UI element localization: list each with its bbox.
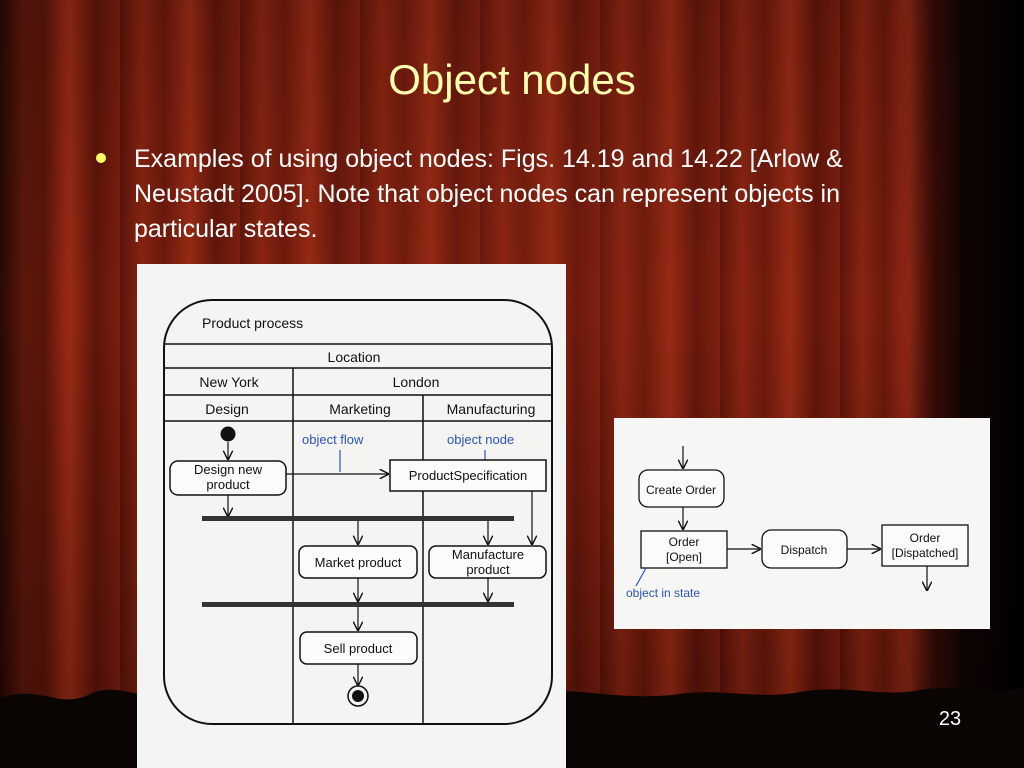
initial-node [220, 426, 236, 442]
activity-frame [163, 299, 553, 725]
annotation-object-flow: object flow [302, 432, 364, 447]
final-node [347, 685, 369, 707]
slide-title: Object nodes [388, 56, 636, 103]
frame-label: Product process [202, 315, 303, 331]
bullet-dot [96, 153, 106, 163]
action-design-line1: Design new [194, 462, 263, 477]
dept-manufacturing: Manufacturing [447, 401, 536, 417]
order-dispatched-line1: Order [910, 531, 941, 545]
location-header: Location [328, 349, 381, 365]
annotation-object-node: object node [447, 432, 514, 447]
action-dispatch-label: Dispatch [781, 543, 828, 557]
object-node-label: ProductSpecification [409, 468, 528, 483]
action-create-order [638, 469, 725, 508]
activity-diagram: Product process Location New York London… [163, 299, 553, 725]
city-london: London [393, 374, 440, 390]
object-order-open [640, 530, 728, 569]
annotation-object-in-state: object in state [626, 586, 700, 600]
action-market-label: Market product [315, 555, 402, 570]
action-manufacture-line1: Manufacture [452, 547, 524, 562]
action-manufacture-line2: product [466, 562, 510, 577]
object-order-dispatched [881, 524, 969, 567]
action-create-order-label: Create Order [646, 483, 716, 497]
action-design-line2: product [206, 477, 250, 492]
city-new-york: New York [199, 374, 259, 390]
action-sell-label: Sell product [324, 641, 393, 656]
join-bar [202, 602, 514, 607]
dept-design: Design [205, 401, 249, 417]
order-dispatched-line2: [Dispatched] [892, 546, 959, 560]
object-state-diagram: Create Order Order [Open] Dispatch Order… [626, 446, 969, 600]
fork-bar [202, 516, 514, 521]
order-open-line2: [Open] [666, 550, 702, 564]
slide-number: 23 [938, 708, 962, 730]
figure-object-in-state: Create Order Order [Open] Dispatch Order… [614, 418, 990, 629]
object-node-product-specification [389, 459, 547, 492]
figure-product-process: Product process Location New York London… [137, 264, 566, 768]
bullet-text: Examples of using object nodes: Figs. 14… [134, 145, 843, 243]
dept-marketing: Marketing [329, 401, 390, 417]
order-open-line1: Order [669, 535, 700, 549]
